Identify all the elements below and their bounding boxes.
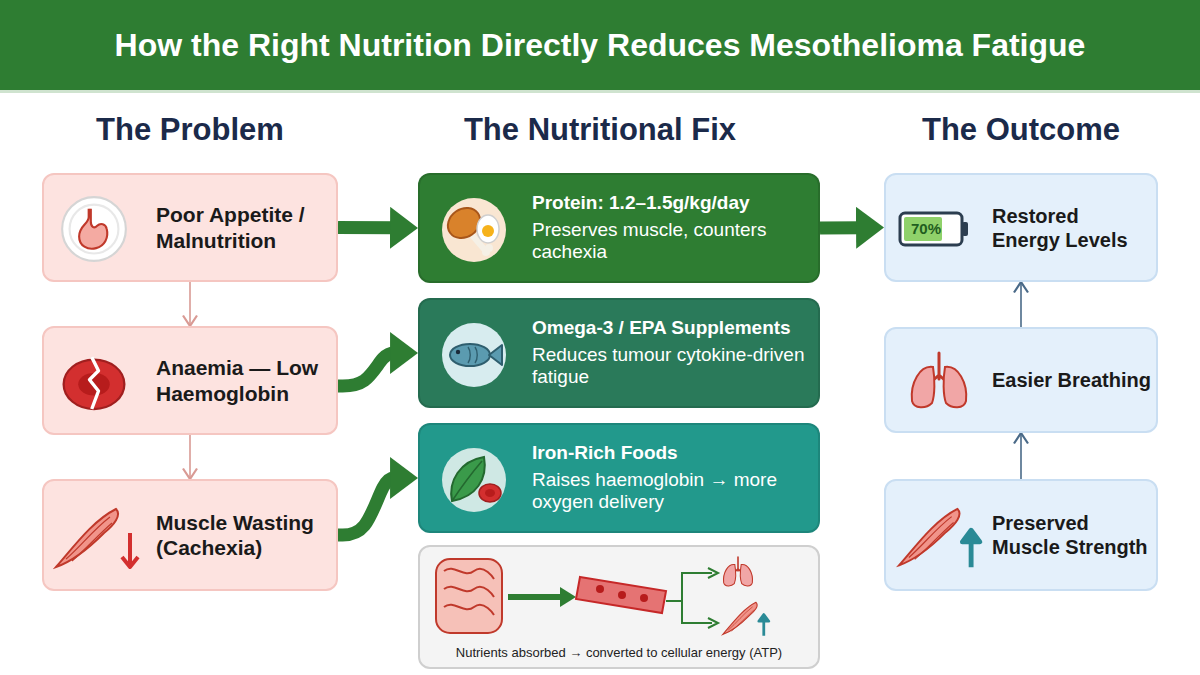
box-body: Raises haemoglobin → more oxygen deliver… <box>532 469 812 515</box>
flow-arrow <box>820 221 862 234</box>
node-content: Poor Appetite / Malnutrition <box>156 192 332 262</box>
flow-arrow <box>1020 282 1022 327</box>
box-label: Poor Appetite / Malnutrition <box>156 202 332 252</box>
outcome-box: Preserved Muscle Strength <box>884 479 1158 591</box>
flow-arrow <box>338 221 396 234</box>
problem-box: Muscle Wasting (Cachexia) <box>42 479 338 591</box>
node-icon <box>60 195 128 263</box>
node-content: Muscle Wasting (Cachexia) <box>156 500 332 570</box>
nutrition-box: Protein: 1.2–1.5g/kg/dayPreserves muscle… <box>418 173 820 283</box>
node-icon <box>894 503 986 573</box>
flow-arrow <box>338 478 396 535</box>
node-icon <box>906 349 972 413</box>
box-body: Reduces tumour cytokine-driven fatigue <box>532 344 812 390</box>
title-bar: How the Right Nutrition Directly Reduces… <box>0 0 1200 93</box>
outcome-box: 70% Restored Energy Levels <box>884 173 1158 282</box>
battery-percent: 70% <box>904 213 948 245</box>
box-heading: Protein: 1.2–1.5g/kg/day <box>532 192 812 215</box>
box-label: Preserved Muscle Strength <box>992 511 1152 559</box>
column-heading: The Outcome <box>811 112 1200 148</box>
node-content: Restored Energy Levels <box>992 194 1152 262</box>
box-label: Muscle Wasting (Cachexia) <box>156 510 332 560</box>
icon-graphic <box>900 213 968 245</box>
box-heading: Omega-3 / EPA Supplements <box>532 317 812 340</box>
node-content: Nutrients absorbed → converted to cellul… <box>424 645 814 661</box>
node-icon <box>438 195 510 265</box>
node-icon <box>52 503 144 575</box>
node-content: Easier Breathing <box>992 358 1152 402</box>
node-icon <box>438 445 510 515</box>
icon-graphic <box>56 509 138 567</box>
icon-graphic <box>64 357 125 409</box>
node-content: Omega-3 / EPA SupplementsReduces tumour … <box>532 307 812 399</box>
flow-arrow <box>189 282 191 326</box>
diagram-title: How the Right Nutrition Directly Reduces… <box>10 27 1190 64</box>
node-content: Protein: 1.2–1.5g/kg/dayPreserves muscle… <box>532 182 812 274</box>
box-label: Nutrients absorbed → converted to cellul… <box>424 645 814 661</box>
column-heading: The Problem <box>0 112 400 148</box>
column-heading: The Nutritional Fix <box>390 112 810 148</box>
problem-box: Poor Appetite / Malnutrition <box>42 173 338 282</box>
icon-graphic <box>436 557 769 636</box>
node-icon <box>58 346 130 418</box>
flow-arrow <box>338 353 396 386</box>
box-body: Preserves muscle, counters cachexia <box>532 219 812 265</box>
nutrition-box: Iron-Rich FoodsRaises haemoglobin → more… <box>418 423 820 533</box>
box-label: Anaemia — Low Haemoglobin <box>156 355 332 405</box>
node-icon <box>420 551 822 643</box>
flow-arrow <box>189 435 191 479</box>
icon-graphic <box>62 197 126 261</box>
node-icon <box>438 320 510 390</box>
box-heading: Iron-Rich Foods <box>532 442 812 465</box>
icon-graphic <box>442 323 506 387</box>
icon-graphic <box>912 353 967 407</box>
icon-graphic <box>899 509 980 567</box>
problem-box: Anaemia — Low Haemoglobin <box>42 326 338 435</box>
node-content: Iron-Rich FoodsRaises haemoglobin → more… <box>532 432 812 524</box>
box-label: Easier Breathing <box>992 368 1152 392</box>
nutrition-box: Omega-3 / EPA SupplementsReduces tumour … <box>418 298 820 408</box>
box-label: Restored Energy Levels <box>992 204 1152 252</box>
icon-graphic <box>442 198 506 262</box>
node-content: Preserved Muscle Strength <box>992 501 1152 569</box>
node-content: Anaemia — Low Haemoglobin <box>156 345 332 415</box>
outcome-box: Easier Breathing <box>884 327 1158 433</box>
flow-arrow <box>1020 433 1022 479</box>
process-panel: Nutrients absorbed → converted to cellul… <box>418 545 820 669</box>
icon-graphic <box>442 448 506 512</box>
